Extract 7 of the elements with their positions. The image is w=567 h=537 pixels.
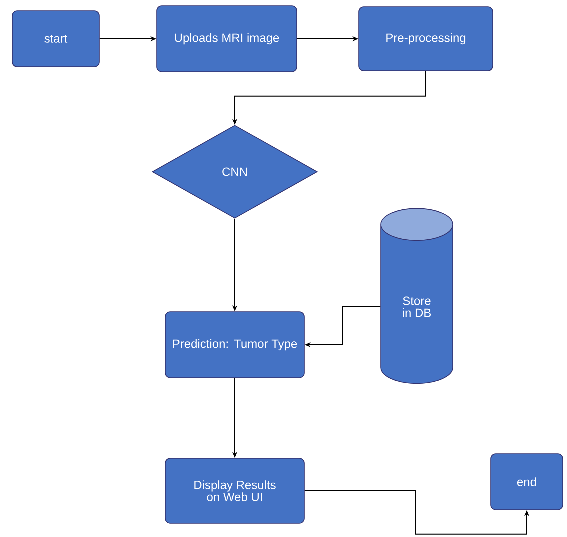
- process-box: end: [490, 454, 564, 510]
- process-box: Prediction: Tumor Type: [165, 312, 305, 378]
- process-box: Display Results on Web UI: [165, 458, 305, 524]
- process-box: Uploads MRI image: [156, 6, 298, 72]
- process-box: start: [12, 10, 100, 68]
- database-cylinder: Store in DB: [380, 208, 454, 384]
- process-box: Pre-processing: [358, 6, 494, 72]
